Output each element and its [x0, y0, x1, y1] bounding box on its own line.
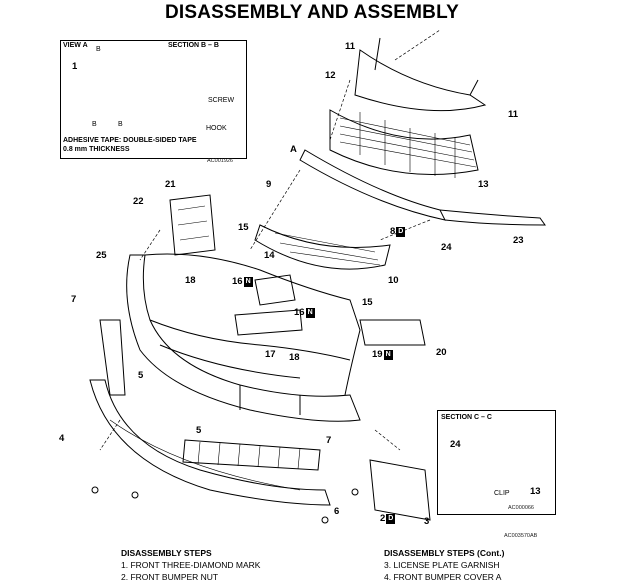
flag-d: D [386, 514, 396, 524]
clip-label: CLIP [494, 490, 510, 497]
callout-3: 3 [424, 516, 430, 527]
callout-4: 4 [59, 433, 65, 444]
disassembly-steps-header: DISASSEMBLY STEPS [121, 548, 212, 558]
callout-11: 11 [508, 109, 519, 120]
step-item: 1. FRONT THREE-DIAMOND MARK [121, 560, 261, 570]
callout-5: 5 [138, 370, 144, 381]
bracket-21-22 [169, 194, 216, 256]
callout-a: A [290, 144, 297, 155]
flag-n: N [383, 350, 393, 360]
callout-11: 11 [345, 41, 356, 52]
flag-n: N [305, 308, 315, 318]
grille-upper-12 [354, 49, 487, 112]
tape-thickness-note: 0.8 mm THICKNESS [63, 146, 130, 153]
view-a-label: VIEW A [63, 42, 88, 49]
callout-14: 14 [264, 250, 275, 261]
section-b-label: SECTION B – B [168, 42, 219, 49]
flag-d: D [396, 227, 406, 237]
callout-9: 9 [266, 179, 272, 190]
bracket-17 [234, 309, 303, 336]
lower-spoiler-6 [89, 379, 331, 506]
section-c-label: SECTION C – C [441, 414, 492, 421]
upper-bar-9 [299, 149, 446, 221]
callout-15: 15 [362, 297, 373, 308]
step-item: 2. FRONT BUMPER NUT [121, 572, 219, 582]
callout-6: 6 [334, 506, 340, 517]
hook-label: HOOK [206, 125, 227, 132]
callout-20: 20 [436, 347, 447, 358]
callout-13: 13 [530, 486, 541, 497]
step-item: 4. FRONT BUMPER COVER A [384, 572, 502, 582]
license-plate-garnish-3 [369, 459, 431, 521]
callout-5: 5 [196, 425, 202, 436]
bracket-20 [359, 319, 426, 346]
callout-18: 18 [289, 352, 300, 363]
view-a-inset [60, 40, 247, 159]
callout-7: 7 [326, 435, 332, 446]
screw-label: SCREW [208, 97, 235, 104]
view-a-code: AC001926 [207, 158, 233, 164]
callout-18: 18 [185, 275, 196, 286]
callout-17: 17 [265, 349, 276, 360]
callout-12: 12 [325, 70, 336, 81]
callout-7: 7 [71, 294, 77, 305]
figure-code: AC003570AB [504, 533, 538, 539]
callout-24: 24 [441, 242, 452, 253]
side-bracket-7 [99, 319, 126, 396]
callout-13: 13 [478, 179, 489, 190]
callout-15: 15 [238, 222, 249, 233]
page-title: DISASSEMBLY AND ASSEMBLY [164, 2, 460, 23]
b-mark: B [92, 121, 97, 128]
flag-n: N [243, 277, 253, 287]
callout-25: 25 [96, 250, 107, 261]
callout-24: 24 [450, 439, 461, 450]
b-mark: B [96, 46, 101, 53]
callout-22: 22 [133, 196, 144, 207]
section-c-code: AC000066 [508, 505, 534, 511]
b-mark: B [118, 121, 123, 128]
step-item: 3. LICENSE PLATE GARNISH [384, 560, 500, 570]
adhesive-tape-note: ADHESIVE TAPE: DOUBLE-SIDED TAPE [63, 137, 197, 144]
callout-23: 23 [513, 235, 524, 246]
lower-reinforce-7 [182, 439, 321, 471]
section-c-inset [437, 410, 556, 515]
callout-1: 1 [72, 61, 78, 72]
lower-grille-10 [254, 224, 391, 270]
bracket-14 [254, 274, 296, 306]
grille-mesh-13 [329, 109, 479, 175]
callout-10: 10 [388, 275, 399, 286]
callout-21: 21 [165, 179, 176, 190]
disassembly-steps-cont-header: DISASSEMBLY STEPS (Cont.) [384, 548, 505, 558]
